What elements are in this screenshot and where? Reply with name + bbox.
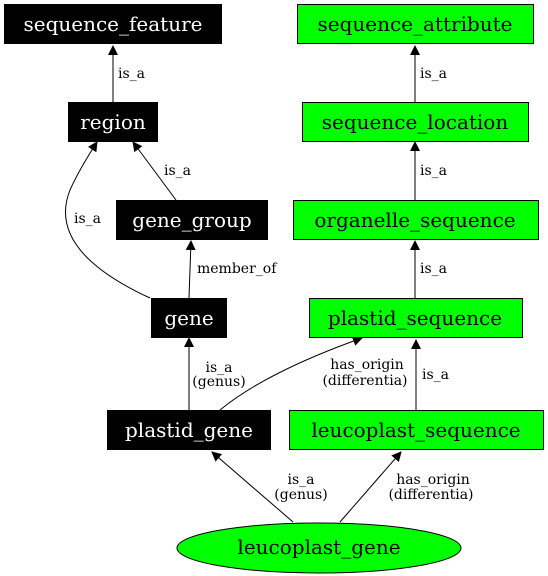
edge-gene-gene-group (185, 240, 196, 299)
node-organelle-sequence[interactable]: organelle_sequence (293, 200, 539, 240)
edge-label-plastid-gene-plastid-sequence-line2: (differentia) (322, 373, 407, 389)
edge-plastid-gene-plastid-sequence (219, 336, 363, 411)
node-label-leucoplast-gene: leucoplast_gene (237, 535, 400, 559)
node-leucoplast-sequence[interactable]: leucoplast_sequence (289, 410, 544, 450)
edge-label-leucoplast-gene-plastid-gene-line2: (genus) (274, 487, 327, 503)
edge-leucoplast-gene-plastid-gene (211, 451, 294, 523)
node-sequence-attribute[interactable]: sequence_attribute (297, 4, 534, 44)
node-sequence-location[interactable]: sequence_location (302, 102, 529, 142)
edge-gene-group-region (132, 141, 177, 201)
edge-label-organelle-sequence-sequence-location: is_a (420, 163, 447, 179)
edge-label-leucoplast-gene-leucoplast-sequence-line2: (differentia) (388, 487, 473, 503)
node-label-region: region (80, 110, 146, 134)
node-label-sequence-location: sequence_location (322, 110, 509, 134)
node-plastid-gene[interactable]: plastid_gene (107, 410, 271, 450)
edge-label-gene-group-region: is_a (164, 163, 191, 179)
node-gene[interactable]: gene (151, 298, 227, 338)
node-gene-group[interactable]: gene_group (116, 200, 268, 240)
node-sequence-feature[interactable]: sequence_feature (4, 4, 222, 44)
node-region[interactable]: region (68, 102, 158, 142)
node-label-plastid-sequence: plastid_sequence (328, 306, 502, 330)
edge-label-leucoplast-sequence-plastid-sequence: is_a (422, 367, 449, 383)
edge-label-gene-gene-group: member_of (197, 261, 278, 277)
edge-gene-region (65, 141, 151, 299)
edge-label-region-sequence-feature: is_a (118, 66, 145, 82)
nodes: sequence_feature region gene_group gene … (4, 4, 544, 574)
node-label-leucoplast-sequence: leucoplast_sequence (311, 418, 520, 442)
edge-label-leucoplast-gene-leucoplast-sequence-line1: has_origin (396, 472, 470, 488)
node-label-gene: gene (164, 306, 213, 330)
node-label-gene-group: gene_group (132, 208, 251, 232)
edge-label-sequence-location-sequence-attribute: is_a (420, 66, 447, 82)
node-plastid-sequence[interactable]: plastid_sequence (309, 298, 523, 338)
edge-label-leucoplast-gene-plastid-gene-line1: is_a (287, 472, 314, 488)
node-leucoplast-gene[interactable]: leucoplast_gene (176, 522, 462, 574)
node-label-sequence-feature: sequence_feature (23, 12, 202, 36)
edge-leucoplast-gene-leucoplast-sequence (339, 451, 402, 523)
edge-label-plastid-sequence-organelle-sequence: is_a (420, 261, 447, 277)
edge-label-plastid-gene-gene-line1: is_a (205, 360, 232, 376)
edge-label-plastid-gene-gene-line2: (genus) (192, 374, 245, 390)
edge-label-gene-region: is_a (74, 211, 101, 227)
node-label-sequence-attribute: sequence_attribute (317, 12, 512, 36)
edges (65, 45, 421, 523)
node-label-plastid-gene: plastid_gene (125, 418, 253, 442)
node-label-organelle-sequence: organelle_sequence (314, 208, 515, 232)
edge-labels: is_a is_a is_a member_of is_a (genus) ha… (74, 66, 474, 503)
edge-label-plastid-gene-plastid-sequence-line1: has_origin (330, 357, 404, 373)
